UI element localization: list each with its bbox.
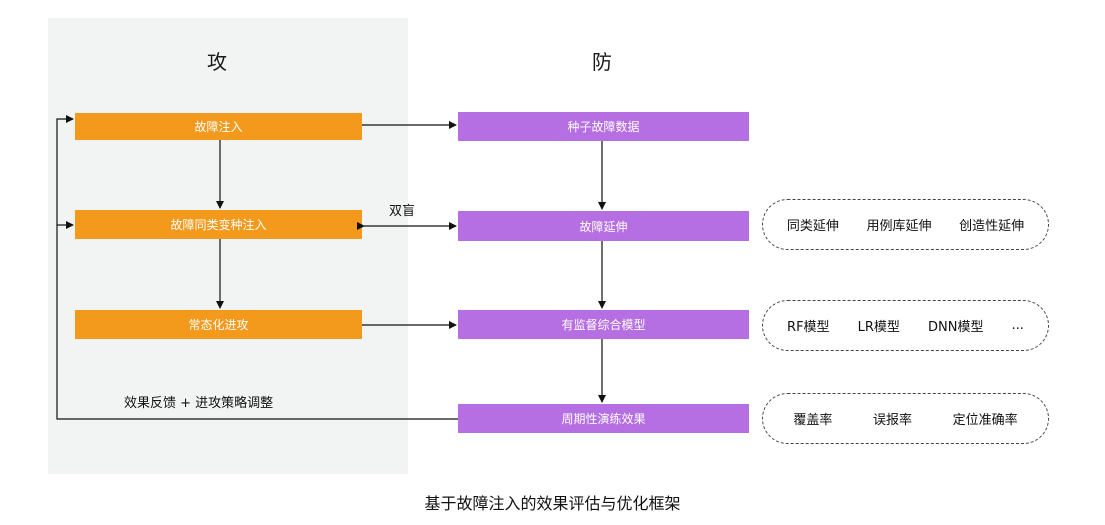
attack-step-fault-injection: 故障注入 bbox=[75, 113, 362, 140]
attack-step-routine-attack: 常态化进攻 bbox=[75, 310, 362, 339]
defense-step-drill-effect: 周期性演练效果 bbox=[458, 404, 749, 433]
double-blind-label: 双盲 bbox=[389, 204, 416, 219]
attack-panel bbox=[48, 18, 408, 474]
pill-item-lr-model: LR模型 bbox=[857, 320, 900, 335]
models-pill: RF模型 LR模型 DNN模型 ... bbox=[762, 300, 1049, 351]
pill-item-more: ... bbox=[1011, 318, 1024, 333]
pill-item-creative: 创造性延伸 bbox=[959, 219, 1025, 234]
defense-step-fault-extension: 故障延伸 bbox=[458, 211, 749, 241]
pill-item-coverage: 覆盖率 bbox=[793, 413, 833, 428]
metrics-pill: 覆盖率 误报率 定位准确率 bbox=[762, 393, 1049, 444]
attack-step-variant-injection: 故障同类变种注入 bbox=[75, 210, 362, 239]
defense-step-supervised-model: 有监督综合模型 bbox=[458, 310, 749, 339]
pill-item-false-alarm: 误报率 bbox=[872, 413, 912, 428]
pill-item-rf-model: RF模型 bbox=[787, 320, 830, 335]
pill-item-case-library: 用例库延伸 bbox=[866, 219, 932, 234]
pill-item-dnn-model: DNN模型 bbox=[927, 320, 984, 335]
diagram-caption: 基于故障注入的效果评估与优化框架 bbox=[424, 494, 681, 513]
defense-step-seed-fault-data: 种子故障数据 bbox=[458, 112, 749, 141]
pill-item-same-type: 同类延伸 bbox=[786, 219, 839, 234]
edge-feedback-loop bbox=[56, 115, 458, 420]
feedback-label: 效果反馈 + 进攻策略调整 bbox=[124, 396, 274, 411]
extension-pill: 同类延伸 用例库延伸 创造性延伸 bbox=[762, 199, 1049, 250]
pill-item-localization: 定位准确率 bbox=[952, 413, 1018, 428]
attack-column-title: 攻 bbox=[207, 50, 227, 74]
defense-column-title: 防 bbox=[592, 50, 612, 74]
